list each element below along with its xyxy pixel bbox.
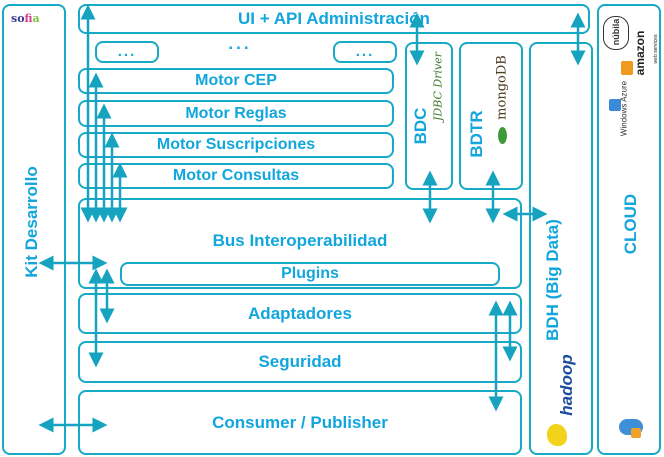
cloud-panel[interactable]: núbila amazon web services Windows Azure…: [597, 4, 661, 455]
bus-label: Bus Interoperabilidad: [212, 231, 388, 250]
kit-desarrollo-label: Kit Desarrollo: [22, 166, 41, 278]
bdc-panel[interactable]: BDC JDBC Driver: [405, 42, 453, 190]
windows-azure-icon: [609, 99, 621, 111]
placeholder-module-left[interactable]: ...: [95, 41, 159, 63]
bdh-label: BDH (Big Data): [543, 219, 562, 341]
bdtr-label: BDTR: [467, 110, 486, 158]
sofia-logo: sofia sofia: [11, 12, 40, 25]
consumer-publisher-layer[interactable]: Consumer / Publisher: [78, 390, 522, 455]
plugins-module[interactable]: Plugins: [120, 262, 500, 286]
amazon-icon: [621, 61, 633, 75]
motor-consultas[interactable]: Motor Consultas: [78, 163, 394, 189]
bus-interoperabilidad[interactable]: Bus Interoperabilidad Plugins: [78, 198, 522, 289]
mongodb-logo: mongoDB: [494, 55, 510, 120]
bdc-label: BDC: [411, 107, 430, 145]
kit-desarrollo-panel[interactable]: sofia sofia Kit Desarrollo: [2, 4, 66, 455]
placeholder-middle: ...: [228, 34, 252, 53]
motor-suscripciones[interactable]: Motor Suscripciones: [78, 132, 394, 158]
motor-cep[interactable]: Motor CEP: [78, 68, 394, 94]
lock-icon: [631, 428, 641, 438]
cloud-label: CLOUD: [621, 193, 640, 255]
seguridad-layer[interactable]: Seguridad: [78, 341, 522, 383]
amazon-logo: amazon: [633, 30, 647, 76]
bdtr-panel[interactable]: BDTR mongoDB: [459, 42, 523, 190]
mongodb-leaf-icon: [498, 127, 507, 144]
nubila-logo: núbila: [603, 16, 629, 50]
hadoop-logo: hadoop: [557, 354, 576, 416]
hadoop-elephant-icon: [547, 424, 567, 446]
placeholder-module-right[interactable]: ...: [333, 41, 397, 63]
admin-label: UI + API Administración: [238, 9, 430, 28]
adaptadores-layer[interactable]: Adaptadores: [78, 293, 522, 334]
bdh-panel[interactable]: BDH (Big Data) hadoop: [529, 42, 593, 455]
amazon-sub: web services: [653, 34, 659, 64]
admin-layer[interactable]: UI + API Administración: [78, 4, 590, 34]
windows-azure-logo: Windows Azure: [619, 80, 629, 137]
jdbc-driver-logo: JDBC Driver: [431, 52, 445, 122]
motor-reglas[interactable]: Motor Reglas: [78, 100, 394, 127]
